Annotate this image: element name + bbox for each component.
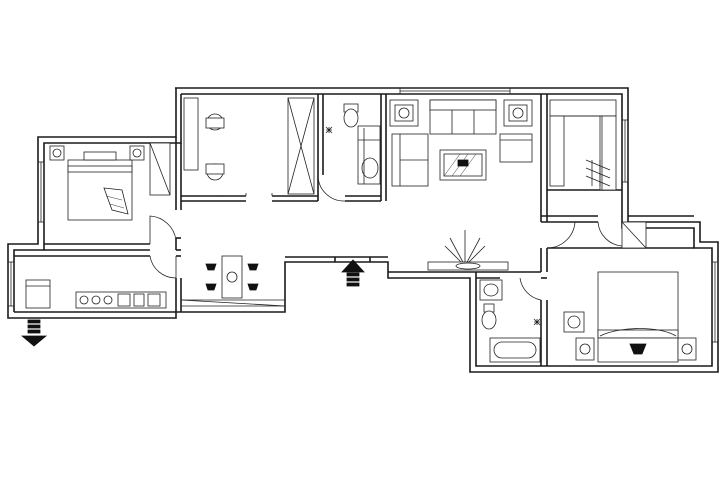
living-room <box>389 99 533 187</box>
study <box>183 97 315 197</box>
entrance-arrow-icon <box>341 259 365 287</box>
bedroom-2 <box>49 142 171 221</box>
windows <box>7 87 719 343</box>
kitchen <box>25 279 167 309</box>
doors <box>149 174 623 301</box>
balcony-exit-arrow-icon <box>20 319 48 347</box>
bedroom-1 <box>563 221 697 363</box>
bathroom-2 <box>479 279 541 363</box>
interior-walls <box>14 94 694 366</box>
bathroom-1 <box>325 103 381 185</box>
hallway-feature <box>427 230 509 271</box>
dining-area <box>180 255 286 307</box>
closet-room <box>549 99 617 191</box>
